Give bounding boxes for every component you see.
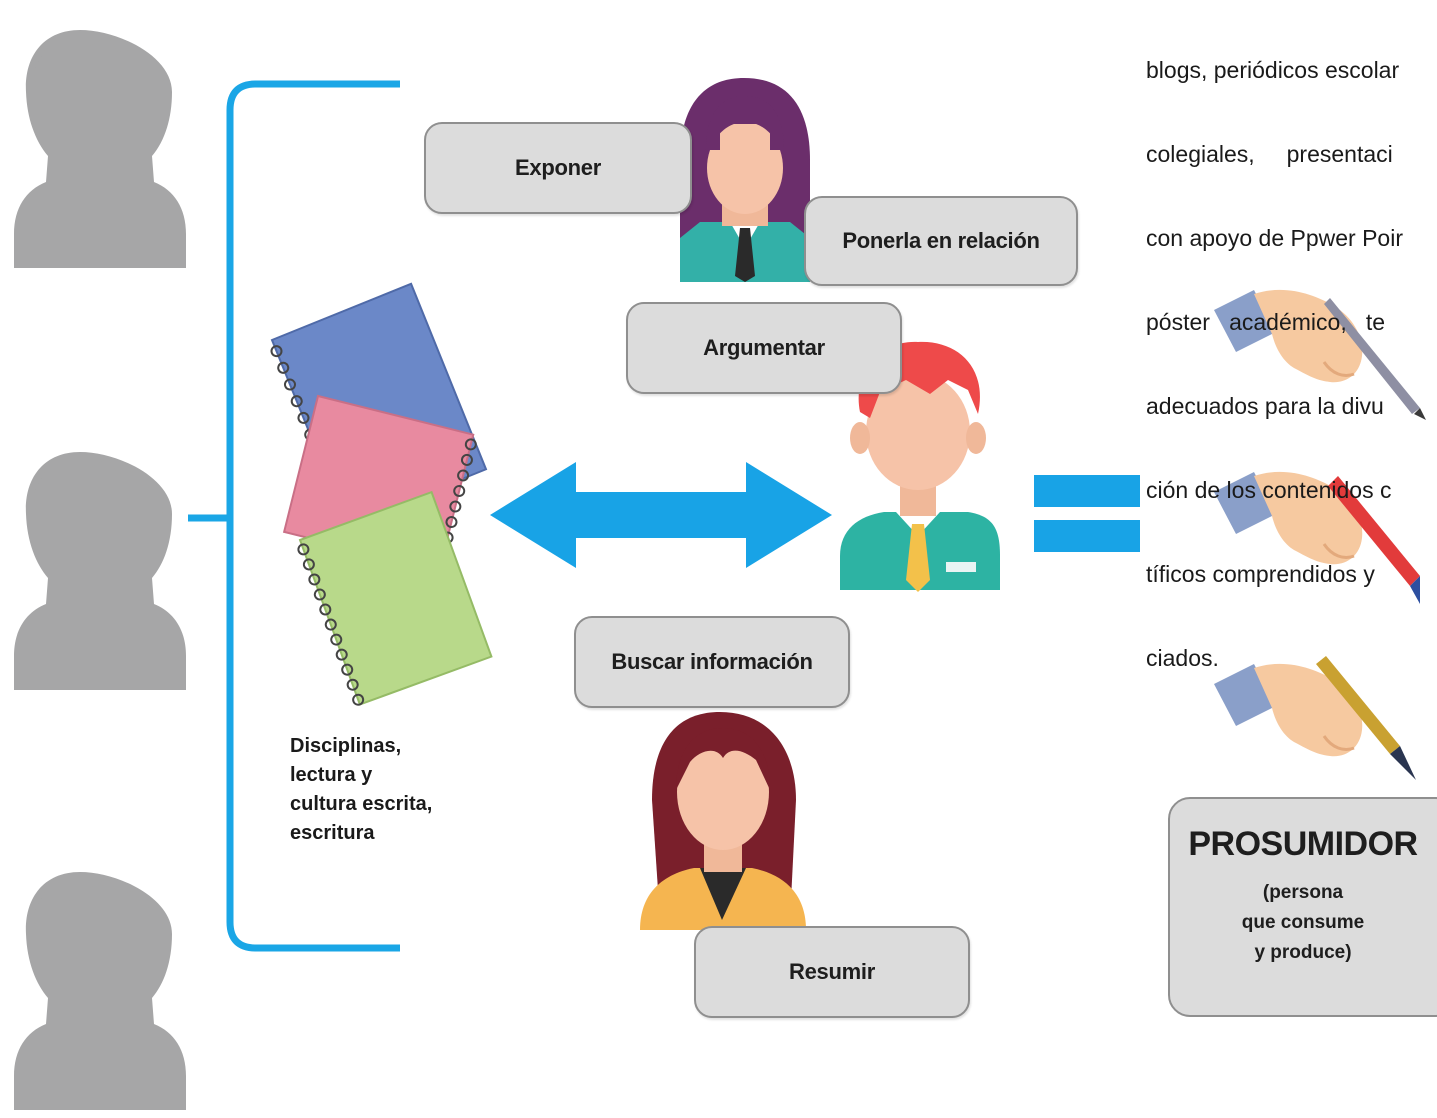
label-buscar-informacion: Buscar información (574, 616, 850, 708)
student-silhouette-icon (14, 872, 186, 1110)
double-arrow-icon (490, 462, 832, 568)
disciplines-line: lectura y (290, 764, 373, 786)
prosumidor-definition: (persona que consume y produce) (1170, 878, 1436, 968)
label-resumir: Resumir (694, 926, 970, 1018)
equals-sign-icon (1034, 475, 1140, 552)
intro-line: con apoyo de Ppwer Poir (1146, 225, 1403, 251)
disciplines-line: Disciplinas, (290, 735, 402, 757)
student-silhouette-icon (14, 452, 186, 690)
label-exponer: Exponer (424, 122, 692, 214)
prosumidor-line: que consume (1241, 912, 1365, 933)
student-girl-top-icon (680, 78, 810, 282)
prosumidor-box: PROSUMIDOR (persona que consume y produc… (1168, 797, 1437, 1017)
student-silhouette-icon (14, 30, 186, 268)
label-ponerla-en-relacion: Ponerla en relación (804, 196, 1078, 286)
disciplines-line: escritura (290, 822, 375, 844)
notebooks-icon (270, 282, 493, 706)
intro-paragraph: blogs, periódicos escolar colegiales, pr… (1146, 0, 1437, 700)
prosumidor-line: y produce) (1254, 942, 1352, 963)
disciplines-caption: Disciplinas, lectura y cultura escrita, … (290, 732, 490, 848)
writing-hand-marker-icon (1212, 470, 1420, 604)
intro-line: ción de los contenidos c (1146, 477, 1392, 503)
intro-line: adecuados para la divu (1146, 393, 1384, 419)
label-argumentar: Argumentar (626, 302, 902, 394)
intro-line: ciados. (1146, 645, 1219, 671)
intro-line: póster académico, te (1146, 309, 1386, 335)
student-girl-bottom-icon (640, 712, 806, 930)
intro-line: colegiales, presentaci (1146, 141, 1393, 167)
writing-hand-pen-icon (1212, 656, 1416, 780)
disciplines-line: cultura escrita, (290, 793, 433, 815)
writing-hand-pencil-icon (1212, 288, 1426, 420)
intro-line: tíficos comprendidos y (1146, 561, 1375, 587)
intro-line: blogs, periódicos escolar (1146, 57, 1400, 83)
prosumidor-title: PROSUMIDOR (1188, 825, 1418, 863)
prosumidor-line: (persona (1262, 882, 1344, 903)
